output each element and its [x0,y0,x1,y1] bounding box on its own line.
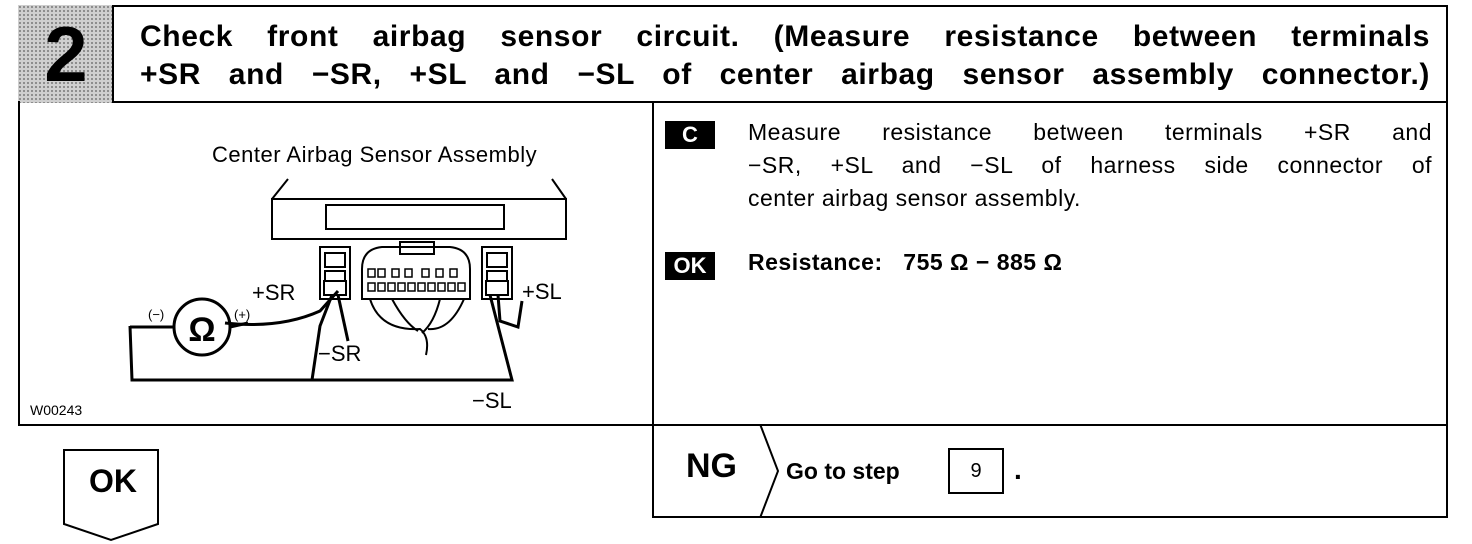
diagram-label: Center Airbag Sensor Assembly [212,142,538,167]
figure-id: W00243 [30,402,83,418]
goto-step-text: Go to step [786,458,900,484]
terminal-label-neg-sl: −SL [472,388,512,413]
assembly-bracket-lines [271,178,567,200]
sensor-assembly-slot [325,204,505,230]
terminal-label-neg-sr: −SR [318,341,361,366]
terminal-label-pos-sr: +SR [252,280,295,305]
step-title-line-1: Check front airbag sensor circuit. (Meas… [140,20,1430,53]
body-divider [652,101,654,426]
step-body [18,101,1448,426]
terminal-label-pos-sl: +SL [522,279,562,304]
ng-chevron-icon [759,424,780,518]
center-connector [361,246,471,300]
step-title: Check front airbag sensor circuit. (Meas… [140,18,1430,94]
ng-result-label: NG [686,447,737,485]
instruction-line-2: −SR, +SL and −SL of harness side connect… [748,152,1432,178]
resistance-spec: Resistance: 755 Ω − 885 Ω [748,249,1063,275]
neg-marker: (−) [148,307,164,322]
ng-result-box [652,424,1448,518]
ok-tag: OK [665,252,715,280]
pos-marker: (+) [234,307,250,322]
ohmmeter-symbol: Ω [188,311,215,349]
wiring-diagram: Ω (−) (+) +SR −SR +SL −SL [128,178,567,413]
left-probe-connector [319,246,351,300]
step-number: 2 [44,9,88,98]
instruction-text: Measure resistance between terminals +SR… [748,116,1432,215]
instruction-line-1: Measure resistance between terminals +SR… [748,119,1432,145]
goto-step-number[interactable]: 9 [948,448,1004,494]
step-title-line-2: +SR and −SR, +SL and −SL of center airba… [140,58,1430,91]
ok-result-label: OK [89,463,137,499]
ok-result-arrow [63,449,159,542]
check-tag: C [665,121,715,149]
goto-step-period: . [1014,454,1022,485]
instruction-line-3: center airbag sensor assembly. [748,185,1081,211]
harness-wires [369,298,429,356]
sensor-assembly-body [271,198,567,240]
step-number-box [18,5,114,103]
